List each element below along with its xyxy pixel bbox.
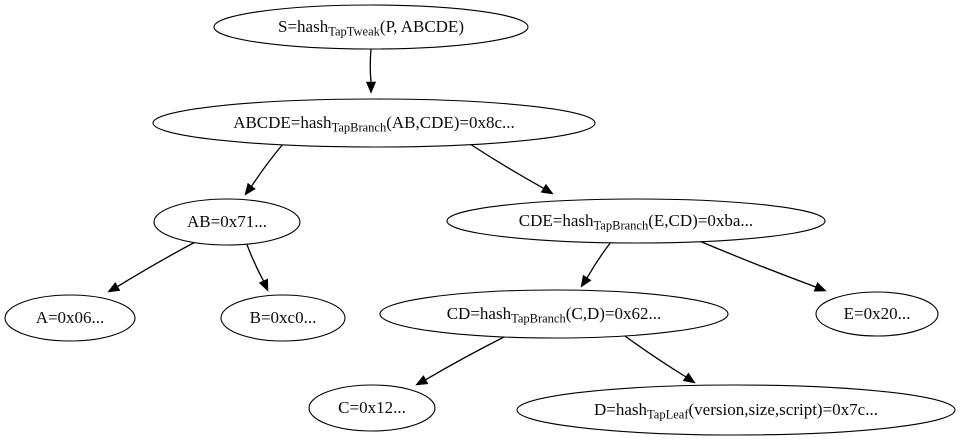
node-ellipse [4, 294, 136, 342]
node-label-e: E=0x20... [844, 304, 911, 323]
edge-cd-to-d [624, 335, 696, 384]
edge-line [624, 335, 687, 378]
label-suffix: (version,size,script)=0x7c... [689, 400, 878, 419]
node-label-d: D=hashTapLeaf(version,size,script)=0x7c.… [594, 400, 878, 421]
node-ellipse [815, 291, 939, 337]
arrowhead-icon [365, 81, 377, 94]
arrowhead-icon [258, 278, 269, 292]
label-prefix: S=hash [278, 17, 329, 36]
node-label-a: A=0x06... [36, 308, 105, 327]
label-suffix: (AB,CDE)=0x8c... [386, 113, 515, 132]
node-cd[interactable]: CD=hashTapBranch(C,D)=0x62... [379, 289, 729, 339]
node-cde[interactable]: CDE=hashTapBranch(E,CD)=0xba... [446, 198, 826, 244]
edges-layer [107, 48, 827, 386]
node-a[interactable]: A=0x06... [4, 294, 136, 342]
edge-line [369, 48, 372, 83]
node-ellipse [308, 384, 436, 432]
arrowhead-icon [415, 375, 429, 386]
edge-line [251, 143, 284, 187]
edge-abcde-to-ab [244, 143, 284, 196]
label-prefix: E=0x20... [844, 304, 911, 323]
arrowhead-icon [580, 274, 592, 288]
edge-cde-to-e [696, 239, 827, 292]
edge-s-to-abcde [365, 48, 377, 94]
node-label-cde: CDE=hashTapBranch(E,CD)=0xba... [519, 211, 753, 232]
node-e[interactable]: E=0x20... [815, 291, 939, 337]
edge-ab-to-b [245, 241, 269, 292]
arrowhead-icon [107, 282, 121, 293]
edge-line [117, 239, 200, 288]
label-suffix: (C,D)=0x62... [566, 304, 662, 323]
nodes-layer: S=hashTapTweak(P, ABCDE)ABCDE=hashTapBra… [4, 4, 956, 436]
edge-line [469, 143, 544, 189]
node-s[interactable]: S=hashTapTweak(P, ABCDE) [213, 4, 529, 50]
arrowhead-icon [540, 183, 554, 195]
label-prefix: AB=0x71... [187, 212, 267, 231]
node-ellipse [220, 294, 346, 342]
edge-line [696, 239, 816, 288]
node-ab[interactable]: AB=0x71... [153, 198, 301, 246]
label-subscript: TapBranch [511, 311, 566, 325]
label-prefix: D=hash [594, 400, 648, 419]
node-label-cd: CD=hashTapBranch(C,D)=0x62... [447, 304, 662, 325]
node-ellipse [213, 4, 529, 50]
node-label-ab: AB=0x71... [187, 212, 267, 231]
label-prefix: C=0x12... [338, 398, 406, 417]
node-label-c: C=0x12... [338, 398, 406, 417]
node-ellipse [516, 384, 956, 436]
label-prefix: ABCDE=hash [233, 113, 332, 132]
label-subscript: TapLeaf [647, 407, 689, 421]
edge-cd-to-c [415, 335, 507, 386]
node-ellipse [446, 198, 826, 244]
edge-line [425, 335, 507, 381]
node-label-b: B=0xc0... [250, 308, 317, 327]
label-prefix: CDE=hash [519, 211, 594, 230]
edge-abcde-to-cde [469, 143, 554, 195]
node-label-abcde: ABCDE=hashTapBranch(AB,CDE)=0x8c... [233, 113, 515, 134]
node-ellipse [379, 289, 729, 339]
edge-cde-to-cd [580, 241, 612, 288]
edge-ab-to-a [107, 239, 200, 293]
node-d[interactable]: D=hashTapLeaf(version,size,script)=0x7c.… [516, 384, 956, 436]
node-b[interactable]: B=0xc0... [220, 294, 346, 342]
arrowhead-icon [244, 182, 256, 196]
node-c[interactable]: C=0x12... [308, 384, 436, 432]
arrowhead-icon [682, 372, 696, 384]
node-ellipse [153, 198, 301, 246]
label-prefix: A=0x06... [36, 308, 105, 327]
label-prefix: B=0xc0... [250, 308, 317, 327]
label-suffix: (E,CD)=0xba... [648, 211, 753, 230]
label-subscript: TapBranch [332, 120, 387, 134]
label-prefix: CD=hash [447, 304, 512, 323]
label-subscript: TapTweak [328, 24, 380, 38]
node-label-s: S=hashTapTweak(P, ABCDE) [278, 17, 464, 38]
edge-line [245, 241, 265, 282]
arrowhead-icon [813, 282, 827, 292]
node-abcde[interactable]: ABCDE=hashTapBranch(AB,CDE)=0x8c... [152, 98, 596, 148]
label-subscript: TapBranch [594, 218, 649, 232]
edge-line [586, 241, 612, 279]
node-ellipse [152, 98, 596, 148]
label-suffix: (P, ABCDE) [380, 17, 464, 36]
